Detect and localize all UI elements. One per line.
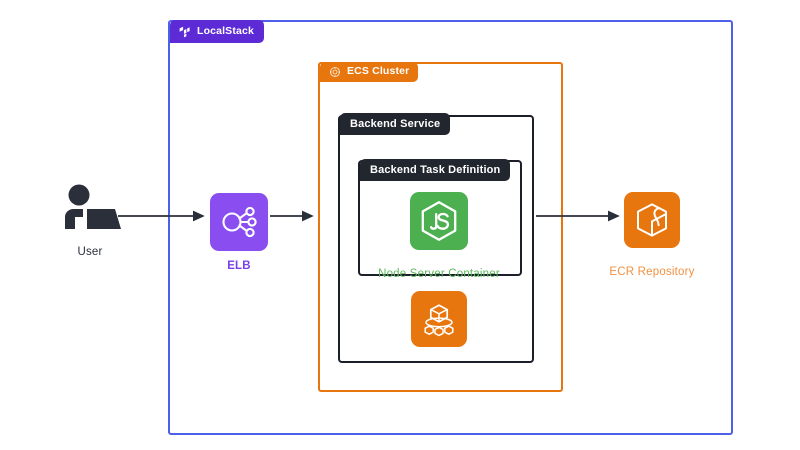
user-label: User bbox=[77, 246, 103, 258]
node-user: User bbox=[38, 183, 142, 258]
ecr-repository-label: ECR Repository bbox=[609, 266, 695, 278]
elb-label: ELB bbox=[227, 260, 251, 272]
ecs-cluster-icon bbox=[329, 66, 341, 78]
localstack-group-box bbox=[168, 20, 733, 435]
backend-service-badge: Backend Service bbox=[340, 113, 451, 136]
ecs-cluster-badge: ECS Cluster bbox=[320, 62, 419, 82]
backend-task-definition-badge-label: Backend Task Definition bbox=[370, 164, 501, 176]
nodejs-icon bbox=[410, 192, 468, 250]
ecs-container-icon bbox=[411, 291, 467, 347]
elb-load-balancer-icon bbox=[210, 193, 268, 251]
ecr-cube-icon bbox=[624, 192, 680, 248]
backend-service-badge-label: Backend Service bbox=[350, 118, 441, 130]
node-elb: ELB bbox=[210, 193, 268, 272]
localstack-icon bbox=[178, 25, 191, 38]
node-server-container-label: Node Server Container bbox=[378, 268, 500, 280]
node-node-server-container: Node Server Container bbox=[378, 192, 500, 280]
user-laptop-icon bbox=[54, 183, 126, 237]
backend-task-definition-badge: Backend Task Definition bbox=[360, 159, 511, 182]
localstack-badge: LocalStack bbox=[170, 20, 264, 43]
ecs-cluster-group-box bbox=[318, 62, 563, 392]
node-ecs-container bbox=[411, 291, 467, 347]
node-ecr-repository: ECR Repository bbox=[609, 192, 694, 278]
localstack-badge-label: LocalStack bbox=[197, 24, 254, 37]
ecs-cluster-badge-label: ECS Cluster bbox=[347, 65, 410, 78]
